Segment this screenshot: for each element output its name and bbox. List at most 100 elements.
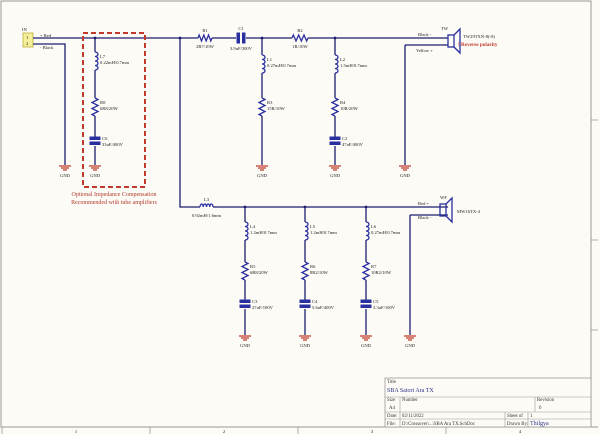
l2-ref: L2 <box>340 57 346 62</box>
gnd-label: GND <box>90 173 101 178</box>
l2-value: 1.5mH/0.7mm <box>340 63 367 68</box>
c6-ref: C6 <box>102 136 108 141</box>
gnd-label: GND <box>400 173 411 178</box>
input-pos-label: + Red <box>40 33 52 38</box>
l3-value: 0.92mH/1.6mm <box>192 213 222 218</box>
c1-value: 3.9uF/300V <box>230 46 253 51</box>
size-label: Size <box>387 398 395 403</box>
gnd-label: GND <box>257 173 268 178</box>
c5-ref: C5 <box>373 299 379 304</box>
pin-1: 1 <box>26 35 29 40</box>
pin-2: 2 <box>26 41 29 46</box>
c1-ref: C1 <box>238 26 244 31</box>
file-value: D:\Crossover\...\SBA Ara TX.SchDoc <box>402 422 475 427</box>
date-label: Date: <box>387 414 397 419</box>
title-block: Title SBA Satori Ara TX Size A4 Number R… <box>384 377 592 428</box>
wires <box>33 37 448 335</box>
l7-value: 0.22mH/0.7mm <box>100 60 130 65</box>
gnd-symbol: GND <box>360 335 372 348</box>
gnd-label: GND <box>361 343 372 348</box>
r5-value: 6R8/20W <box>250 270 269 275</box>
r8-ref: R8 <box>100 100 106 105</box>
inductor-l6: L60.27mH/0.7mm <box>365 221 401 241</box>
l1-value: 0.27mH/0.7mm <box>267 63 297 68</box>
sheet-value: 1 <box>530 414 533 419</box>
gnd-symbol: GND <box>404 335 416 348</box>
r1-value: 2R7/10W <box>196 44 215 49</box>
r2-ref: R2 <box>297 28 303 33</box>
gnd-label: GND <box>300 343 311 348</box>
l1-ref: L1 <box>267 57 273 62</box>
inductor-l5: L51.2mH/0.7mm <box>304 221 337 241</box>
optional-note-line2: Recommended with tube amplifiers <box>71 199 157 206</box>
resistor-r1: R1 2R7/10W <box>196 28 215 49</box>
inductor-l3: L3 0.92mH/1.6mm <box>192 197 222 218</box>
input-connector: IN 1 2 + Red - Black <box>22 27 54 50</box>
woofer-neg-label: Black - <box>418 215 432 220</box>
capacitor-c4: C45.6uF/400V <box>299 299 335 310</box>
l6-value: 0.27mH/0.7mm <box>371 230 401 235</box>
l5-value: 1.2mH/0.7mm <box>310 230 337 235</box>
inductor-l1: L10.27mH/0.7mm <box>261 54 297 74</box>
gnd-symbol: GND <box>239 335 251 348</box>
r4-value: 10R/20W <box>340 106 359 111</box>
c5-value: 3.3uF/100V <box>373 305 396 310</box>
r3-value: 15R/10W <box>267 106 286 111</box>
r6-value: 8R2/10W <box>310 270 329 275</box>
r4-ref: R4 <box>340 100 346 105</box>
c4-ref: C4 <box>312 299 318 304</box>
l5-ref: L5 <box>310 224 316 229</box>
gnd-label: GND <box>405 343 416 348</box>
c2-value: 47uF/400V <box>342 142 364 147</box>
resistor-r2: R2 1R/10W <box>291 28 309 49</box>
sheet-label: Sheet of <box>507 414 523 419</box>
gnd-symbol: GND <box>399 165 411 178</box>
r7-value: 10R2/10W <box>371 270 392 275</box>
drawn-by-value: Thilgya <box>530 421 549 427</box>
gnd-label: GND <box>330 173 341 178</box>
junctions <box>93 36 368 209</box>
zone-label: 3 <box>371 429 374 434</box>
size-value: A4 <box>389 406 395 411</box>
r2-value: 1R/10W <box>292 44 308 49</box>
gnd-symbol: GND <box>329 165 341 178</box>
gnd-label: GND <box>240 343 251 348</box>
tweeter: TW TW29TXN-8(-8) ! Reverse polarity Blac… <box>416 26 498 55</box>
r5-ref: R5 <box>250 264 256 269</box>
tweeter-polarity-note: ! Reverse polarity <box>458 42 498 48</box>
capacitor-c5: C53.3uF/100V <box>360 299 396 310</box>
gnd-symbol: GND <box>299 335 311 348</box>
c3-ref: C3 <box>252 299 258 304</box>
revision-label: Revision <box>537 398 555 403</box>
c2-ref: C2 <box>342 136 348 141</box>
l4-value: 1.2mH/0.7mm <box>250 230 277 235</box>
revision-value: 0 <box>539 406 542 411</box>
inductor-l7: L70.22mH/0.7mm <box>94 51 130 71</box>
r3-ref: R3 <box>267 100 273 105</box>
woofer-pos-label: Red + <box>418 201 430 206</box>
capacitor-c1: C1 3.9uF/300V <box>230 26 253 51</box>
input-neg-label: - Black <box>40 45 54 50</box>
file-label: File: <box>387 422 396 427</box>
tweeter-pos-label: Yellow + <box>416 48 433 53</box>
optional-note-line1: Optional Impedance Compensation <box>72 192 157 198</box>
inductor-l2: L21.5mH/0.7mm <box>334 54 367 74</box>
woofer-ref: WF <box>440 195 447 200</box>
l3-ref: L3 <box>204 197 210 202</box>
r7-ref: R7 <box>371 264 377 269</box>
r1-ref: R1 <box>202 28 208 33</box>
zone-label: 1 <box>75 429 78 434</box>
gnd-symbol: GND <box>89 165 101 178</box>
r8-value: 6R8/20W <box>100 106 119 111</box>
c6-value: 33uF/400V <box>102 142 124 147</box>
gnd-symbol: GND <box>256 165 268 178</box>
input-ref: IN <box>22 27 28 32</box>
date-value: 02/11/2022 <box>402 414 424 419</box>
